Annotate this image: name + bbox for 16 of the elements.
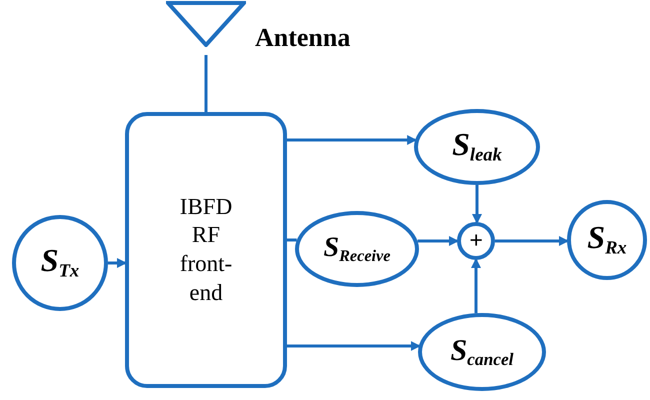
signal-label: S$_{Receive}$	[324, 234, 390, 264]
arrow	[495, 236, 570, 246]
plus-sign: +	[469, 229, 483, 253]
arrow	[287, 341, 421, 351]
box-label: IBFD RF front-end	[180, 192, 232, 307]
summing-junction	[457, 222, 495, 260]
arrow	[108, 258, 127, 268]
signal-label: S$_{leak}$	[452, 128, 502, 166]
signal-label: S$_{cancel}$	[450, 336, 514, 368]
arrow	[471, 258, 481, 314]
signal-label: S$_{Tx}$	[40, 244, 80, 282]
arrow	[472, 185, 482, 224]
arrow	[418, 236, 459, 246]
antenna-label: Antenna	[255, 23, 350, 53]
front-end-box	[125, 112, 287, 388]
signal-label: S$_{Rx}$	[587, 221, 627, 259]
